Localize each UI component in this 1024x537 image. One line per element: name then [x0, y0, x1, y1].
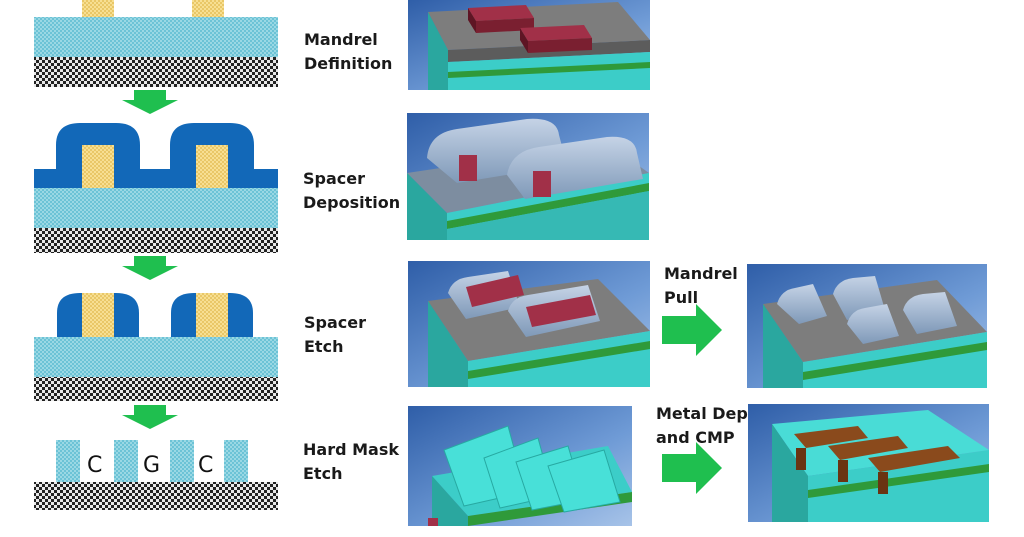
substrate-layer	[34, 482, 278, 510]
hard-mask-line	[224, 440, 248, 482]
gap-letter-2: G	[143, 453, 160, 478]
step-label-spacer-etch: Spacer Etch	[304, 313, 366, 356]
mandrel-block	[82, 145, 114, 188]
step-label-mandrel-definition: Mandrel Definition	[304, 30, 393, 73]
hard-mask-line	[170, 440, 194, 482]
step-label-spacer-deposition: Spacer Deposition	[303, 169, 401, 212]
right-arrow-icon	[662, 442, 722, 494]
render-mandrel-definition	[408, 0, 650, 90]
right-arrow-icon	[662, 304, 722, 356]
hard-mask-line	[114, 440, 138, 482]
mandrel-block	[196, 145, 228, 188]
mandrel-block	[82, 293, 114, 337]
render-spacer-etch	[408, 261, 650, 387]
spacer-layer	[34, 123, 278, 188]
gap-letter-3: C	[198, 453, 213, 478]
gap-letter-1: C	[87, 453, 102, 478]
cross-section-spacer-deposition	[34, 123, 278, 253]
render-metal-dep-cmp	[748, 404, 989, 522]
down-arrow-icon	[122, 256, 178, 280]
mandrel-block	[196, 293, 228, 337]
substrate-layer	[34, 377, 278, 401]
cross-section-mandrel-definition	[34, 0, 278, 87]
render-spacer-deposition	[407, 113, 649, 240]
substrate-layer	[34, 228, 278, 253]
mandrel-block	[82, 0, 114, 17]
hard-mask-layer	[34, 17, 278, 57]
render-mandrel-pull	[747, 264, 987, 388]
hard-mask-line	[56, 440, 80, 482]
render-hard-mask-etch	[408, 406, 632, 526]
substrate-layer	[34, 57, 278, 87]
side-label-metal-dep-cmp: Metal Dep and CMP	[656, 404, 748, 447]
down-arrow-icon	[122, 405, 178, 429]
hard-mask-layer	[34, 188, 278, 228]
hard-mask-layer	[34, 337, 278, 377]
step-label-hard-mask-etch: Hard Mask Etch	[303, 440, 399, 483]
side-label-mandrel-pull: Mandrel Pull	[664, 264, 738, 307]
mandrel-block	[192, 0, 224, 17]
cross-section-hard-mask-etch: C G C	[34, 440, 278, 510]
down-arrow-icon	[122, 90, 178, 114]
cross-section-spacer-etch	[34, 293, 278, 401]
